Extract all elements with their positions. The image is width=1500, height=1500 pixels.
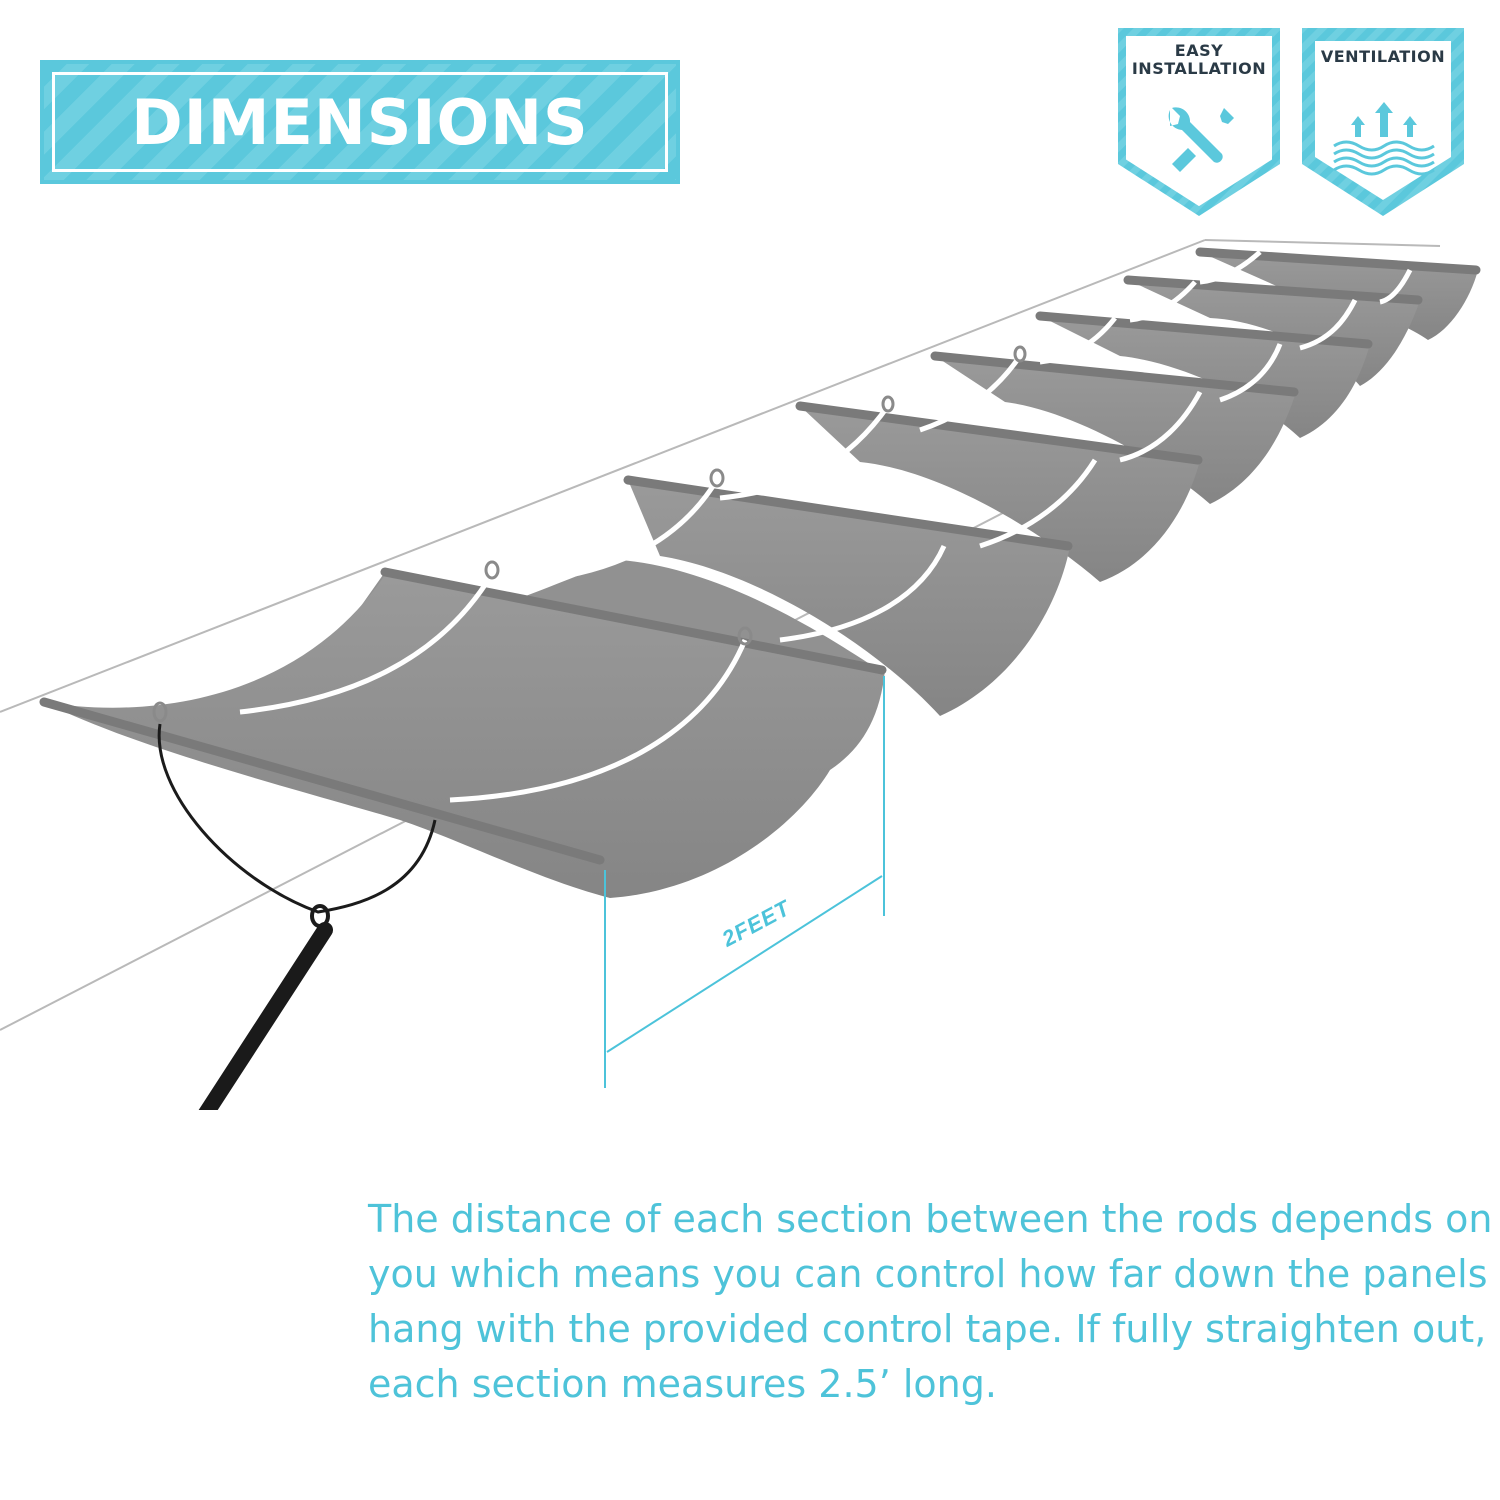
pull-pole [198, 922, 333, 1110]
wrench-screwdriver-icon [1168, 107, 1234, 172]
control-tapes [239, 250, 1413, 803]
page-title: DIMENSIONS [131, 85, 589, 159]
shield-badge-shape [1118, 28, 1280, 216]
easy-installation-badge: EASY INSTALLATION [1116, 26, 1282, 218]
description-text: The distance of each section between the… [368, 1197, 1493, 1406]
airflow-arrows-icon [1333, 102, 1435, 176]
title-banner: DIMENSIONS [40, 60, 680, 184]
rods [39, 247, 1481, 865]
shade-panels [44, 252, 1478, 898]
badge-label: EASY INSTALLATION [1131, 41, 1267, 78]
pull-cord [157, 723, 437, 914]
wave-shade-illustration [0, 239, 1481, 1110]
badge-label: VENTILATION [1320, 47, 1446, 66]
ventilation-badge: VENTILATION [1300, 26, 1466, 218]
dimension-lines [604, 676, 885, 1088]
